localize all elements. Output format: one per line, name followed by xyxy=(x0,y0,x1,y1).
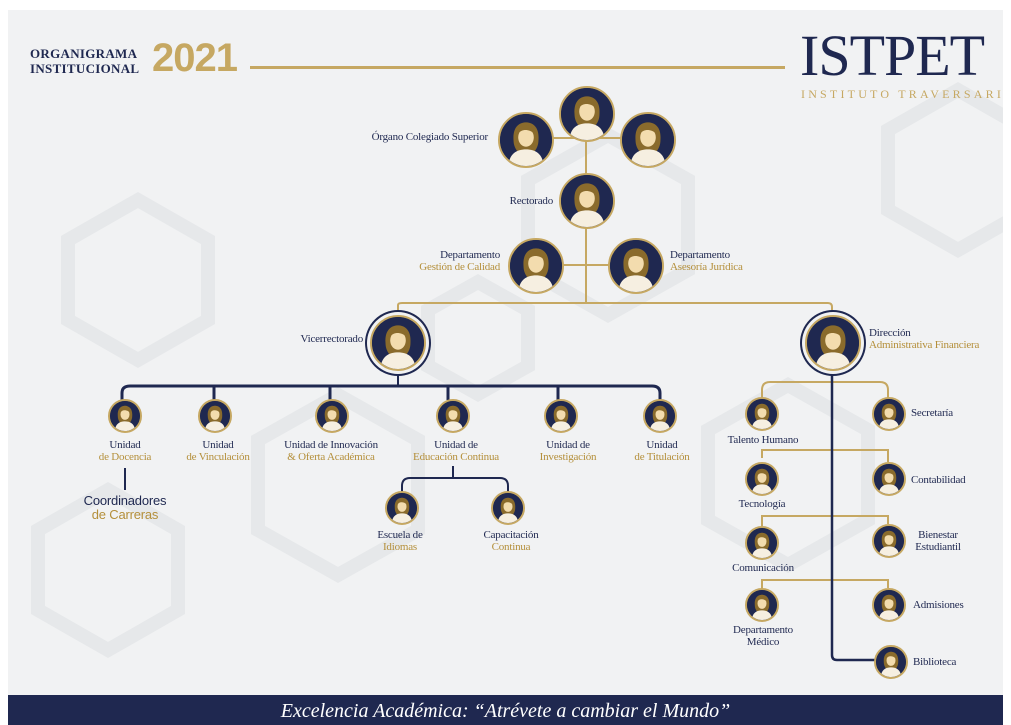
connector-units xyxy=(120,384,662,400)
title-year: 2021 xyxy=(152,36,238,80)
titulacion-icon[interactable] xyxy=(643,399,677,433)
secretaria-icon[interactable] xyxy=(872,397,906,431)
idiomas-icon[interactable] xyxy=(385,491,419,525)
innovacion-label: Unidad de Innovación& Oferta Académica xyxy=(284,439,378,463)
connector-admin-row3 xyxy=(761,515,889,526)
connector-admin-row2 xyxy=(761,449,889,462)
header-divider xyxy=(250,66,785,69)
board-member-icon-right[interactable] xyxy=(620,112,676,168)
connector-admin-top xyxy=(761,381,889,398)
board-member-icon-left[interactable] xyxy=(498,112,554,168)
tecnologia-label: Tecnología xyxy=(738,498,786,510)
contabilidad-icon[interactable] xyxy=(872,462,906,496)
connector-biblioteca xyxy=(830,368,876,662)
admisiones-icon[interactable] xyxy=(872,588,906,622)
connector-main-split xyxy=(397,302,833,320)
investigacion-icon[interactable] xyxy=(544,399,578,433)
logo-subtitle: INSTITUTO TRAVERSARI xyxy=(801,87,1005,101)
tecnologia-icon[interactable] xyxy=(745,462,779,496)
biblioteca-icon[interactable] xyxy=(874,645,908,679)
admisiones-label: Admisiones xyxy=(913,599,964,611)
chart-title: ORGANIGRAMA INSTITUCIONAL xyxy=(30,46,139,76)
board-member-icon-center[interactable] xyxy=(559,86,615,142)
contabilidad-label: Contabilidad xyxy=(911,474,966,486)
talento-humano-label: Talento Humano xyxy=(727,434,799,446)
vicerrectorado-label: Vicerrectorado xyxy=(300,333,364,345)
connector-admin-row4 xyxy=(761,579,889,590)
vicerrectorado-icon[interactable] xyxy=(370,315,426,371)
direccion-financiera-icon[interactable] xyxy=(805,315,861,371)
footer-motto: Excelencia Académica: “Atrévete a cambia… xyxy=(8,695,1003,725)
educacion-continua-icon[interactable] xyxy=(436,399,470,433)
biblioteca-label: Biblioteca xyxy=(913,656,957,668)
docencia-icon[interactable] xyxy=(108,399,142,433)
connector-educacion xyxy=(401,466,509,494)
organo-label: Órgano Colegiado Superior xyxy=(371,131,489,143)
rectorado-icon[interactable] xyxy=(559,173,615,229)
title-line-2: INSTITUCIONAL xyxy=(30,61,140,76)
capacitacion-icon[interactable] xyxy=(491,491,525,525)
departamento-medico-icon[interactable] xyxy=(745,588,779,622)
secretaria-label: Secretaría xyxy=(911,407,953,419)
rectorado-label: Rectorado xyxy=(509,195,554,207)
title-line-1: ORGANIGRAMA xyxy=(30,46,138,61)
vinculacion-icon[interactable] xyxy=(198,399,232,433)
innovacion-icon[interactable] xyxy=(315,399,349,433)
asesoria-juridica-icon[interactable] xyxy=(608,238,664,294)
comunicacion-icon[interactable] xyxy=(745,526,779,560)
connector-unit-drops xyxy=(212,386,560,400)
gestion-calidad-icon[interactable] xyxy=(508,238,564,294)
bienestar-estudiantil-icon[interactable] xyxy=(872,524,906,558)
comunicacion-label: Comunicación xyxy=(732,562,794,574)
istpet-logo: ISTPET xyxy=(800,23,985,88)
hexagon-pattern xyxy=(31,81,1003,659)
talento-humano-icon[interactable] xyxy=(745,397,779,431)
